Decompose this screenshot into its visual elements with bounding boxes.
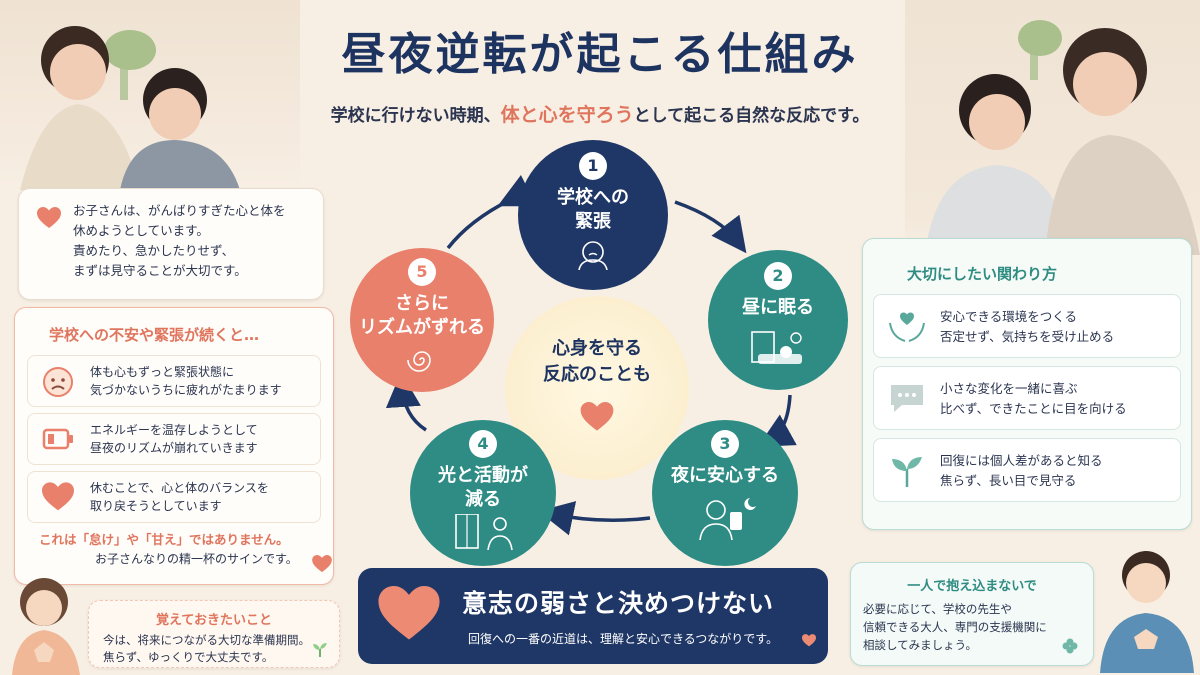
parent-teen-photo bbox=[905, 0, 1200, 255]
father-illustration bbox=[1094, 545, 1198, 675]
key-message-banner: 意志の弱さと決めつけない 回復への一番の近道は、理解と安心できるつながりです。 bbox=[358, 568, 828, 664]
care-item-line2: 否定せず、気持ちを受け止める bbox=[940, 329, 1115, 344]
anxiety-item-line1: エネルギーを温存しようとして bbox=[90, 423, 258, 437]
heart-icon bbox=[42, 482, 74, 517]
cycle-node-1: 1 学校への 緊張 bbox=[518, 140, 668, 290]
anxiety-item: 体も心もずっと緊張状態に 気づかないうちに疲れがたまります bbox=[27, 355, 321, 407]
hands-heart-icon bbox=[888, 309, 926, 349]
subtitle-post: として起こる自然な反応です。 bbox=[633, 106, 870, 126]
anxiety-item: 休むことで、心と体のバランスを 取り戻そうとしています bbox=[27, 471, 321, 523]
clover-icon bbox=[1061, 637, 1079, 659]
heart-icon bbox=[802, 632, 816, 651]
banner-main-text: 意志の弱さと決めつけない bbox=[462, 589, 775, 618]
cycle-node-2: 2 昼に眠る bbox=[708, 250, 848, 390]
node-label: 夜に安心する bbox=[671, 465, 779, 486]
care-item-line1: 小さな変化を一緒に喜ぶ bbox=[940, 381, 1078, 396]
cycle-node-3: 3 夜に安心する bbox=[652, 420, 798, 566]
page-title: 昼夜逆転が起こる仕組み bbox=[341, 29, 859, 80]
node-label: 緊張 bbox=[575, 211, 611, 232]
cycle-node-4: 4 光と活動が 減る bbox=[410, 420, 556, 566]
worried-face-icon bbox=[42, 366, 74, 403]
anxiety-item: エネルギーを温存しようとして 昼夜のリズムが崩れていきます bbox=[27, 413, 321, 465]
node-number: 3 bbox=[711, 430, 739, 458]
node-number: 5 bbox=[408, 258, 436, 286]
intro-line: お子さんは、がんばりすぎた心と体を bbox=[73, 203, 286, 218]
anxiety-title: 学校への不安や緊張が続くと… bbox=[49, 326, 260, 344]
node-label: さらに bbox=[395, 293, 449, 314]
banner-sub-text: 回復への一番の近道は、理解と安心できるつながりです。 bbox=[468, 632, 779, 646]
node-label: 光と活動が bbox=[438, 465, 528, 486]
anxiety-item-line1: 休むことで、心と体のバランスを bbox=[90, 481, 269, 495]
node-label: 学校への bbox=[557, 187, 629, 208]
node-label: 昼に眠る bbox=[742, 297, 814, 318]
care-title: 大切にしたい関わり方 bbox=[907, 265, 1058, 283]
intro-line: 責めたり、急かしたりせず、 bbox=[73, 243, 235, 258]
care-card: 大切にしたい関わり方 安心できる環境をつくる 否定せず、気持ちを受け止める 小さ… bbox=[862, 238, 1192, 530]
spiral-icon bbox=[350, 344, 494, 380]
node-number: 1 bbox=[579, 152, 607, 180]
remember-line: 焦らず、ゆっくりで大丈夫です。 bbox=[103, 650, 274, 664]
care-item-line1: 回復には個人差があると知る bbox=[940, 453, 1103, 468]
heart-icon bbox=[37, 207, 61, 233]
notice-text: これは「怠け」や「甘え」ではありません。 bbox=[39, 532, 289, 547]
care-item-line2: 比べず、できたことに目を向ける bbox=[940, 401, 1127, 416]
heart-icon bbox=[505, 402, 689, 436]
curtain-person-icon bbox=[410, 513, 556, 554]
anxiety-item-line2: 昼夜のリズムが崩れていきます bbox=[90, 441, 258, 455]
node-label: 減る bbox=[465, 489, 501, 510]
sprout-icon bbox=[888, 453, 926, 493]
sleeping-icon bbox=[708, 328, 848, 372]
consult-card: 一人で抱え込まないで 必要に応じて、学校の先生や 信頼できる大人、専門の支援機関… bbox=[850, 562, 1094, 666]
center-label: 心身を守る bbox=[552, 338, 642, 359]
cycle-node-5: 5 さらに リズムがずれる bbox=[350, 248, 494, 392]
center-label: 反応のことも bbox=[543, 364, 651, 385]
speech-bubble-icon bbox=[888, 381, 926, 421]
remember-line: 今は、将来につながる大切な準備期間。 bbox=[103, 633, 310, 647]
node-label: リズムがずれる bbox=[359, 317, 485, 338]
remember-title: 覚えておきたいこと bbox=[156, 613, 272, 628]
consult-line: 信頼できる大人、専門の支援機関に bbox=[863, 620, 1047, 634]
anxiety-item-line1: 体も心もずっと緊張状態に bbox=[90, 365, 235, 379]
consult-title: 一人で抱え込まないで bbox=[907, 579, 1037, 594]
low-battery-icon bbox=[42, 424, 74, 459]
anxiety-item-line2: 気づかないうちに疲れがたまります bbox=[90, 383, 282, 397]
sprout-icon bbox=[311, 641, 329, 661]
consult-line: 相談してみましょう。 bbox=[863, 638, 977, 652]
heart-icon bbox=[312, 555, 332, 577]
intro-line: まずは見守ることが大切です。 bbox=[73, 263, 247, 278]
subtitle-highlight: 体と心を守ろう bbox=[500, 104, 634, 126]
mother-illustration bbox=[4, 572, 86, 675]
phone-moon-icon bbox=[652, 494, 798, 544]
parent-child-photo bbox=[0, 0, 300, 190]
node-number: 2 bbox=[764, 262, 792, 290]
worried-child-icon bbox=[518, 238, 668, 274]
anxiety-item-line2: 取り戻そうとしています bbox=[90, 499, 222, 513]
care-item: 小さな変化を一緒に喜ぶ 比べず、できたことに目を向ける bbox=[873, 366, 1181, 430]
page-subtitle: 学校に行けない時期、体と心を守ろうとして起こる自然な反応です。 bbox=[240, 100, 960, 127]
care-item: 回復には個人差があると知る 焦らず、長い目で見守る bbox=[873, 438, 1181, 502]
notice-subtext: お子さんなりの精一杯のサインです。 bbox=[95, 552, 298, 566]
care-item: 安心できる環境をつくる 否定せず、気持ちを受け止める bbox=[873, 294, 1181, 358]
intro-card: お子さんは、がんばりすぎた心と体を 休めようとしています。 責めたり、急かしたり… bbox=[18, 188, 324, 300]
intro-line: 休めようとしています。 bbox=[73, 223, 209, 238]
subtitle-pre: 学校に行けない時期、 bbox=[330, 106, 501, 126]
anxiety-card: 学校への不安や緊張が続くと… 体も心もずっと緊張状態に 気づかないうちに疲れがた… bbox=[14, 307, 334, 585]
node-number: 4 bbox=[469, 430, 497, 458]
care-item-line1: 安心できる環境をつくる bbox=[940, 309, 1078, 324]
heart-icon bbox=[378, 586, 440, 646]
consult-line: 必要に応じて、学校の先生や bbox=[863, 602, 1012, 616]
remember-card: 覚えておきたいこと 今は、将来につながる大切な準備期間。 焦らず、ゆっくりで大丈… bbox=[88, 600, 340, 668]
care-item-line2: 焦らず、長い目で見守る bbox=[940, 473, 1077, 488]
